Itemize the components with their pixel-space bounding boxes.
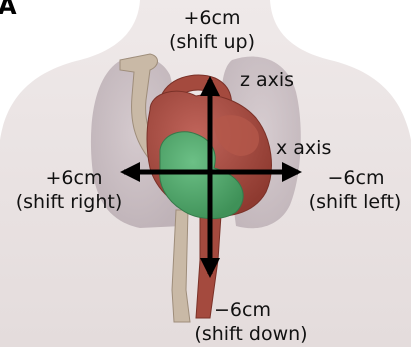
panel-letter: A <box>0 0 17 20</box>
left-desc-label: (shift left) <box>300 192 410 213</box>
up-desc-label: (shift up) <box>156 32 268 53</box>
left-value-label: −6cm <box>304 168 408 189</box>
down-desc-label: (shift down) <box>186 324 316 345</box>
right-desc-label: (shift right) <box>6 192 132 213</box>
down-value-label: −6cm <box>214 300 284 321</box>
right-value-label: +6cm <box>20 168 128 189</box>
z-axis-label: z axis <box>240 70 304 91</box>
up-value-label: +6cm <box>164 8 260 29</box>
x-axis-label: x axis <box>276 138 340 159</box>
